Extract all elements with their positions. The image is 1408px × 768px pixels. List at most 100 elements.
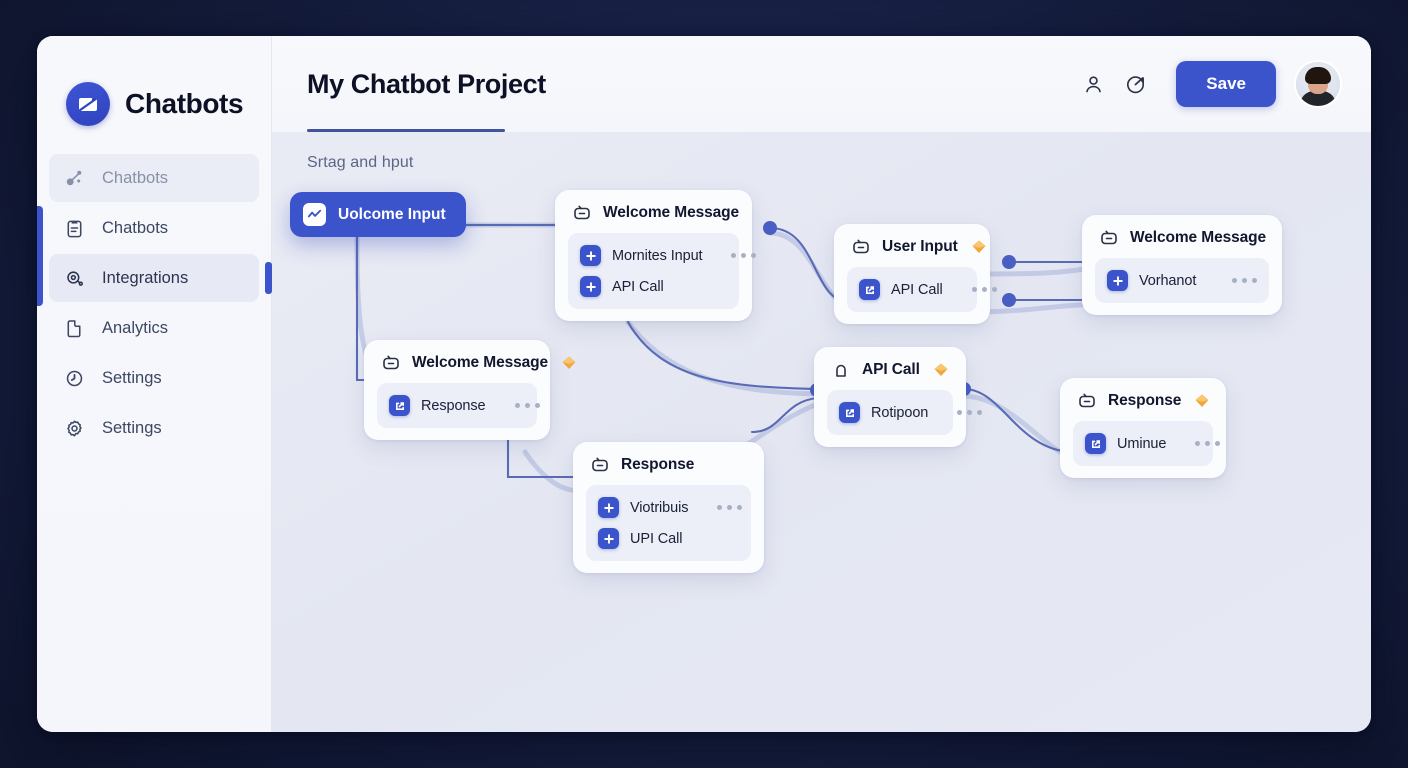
row-more-icon[interactable] [1214,278,1257,283]
node-row-label: API Call [891,281,943,298]
node-response-bottom[interactable]: Response Viotribuis UPI Call [573,442,764,573]
bot-badge-icon [381,353,401,373]
topbar: My Chatbot Project Save [272,36,1371,132]
node-welcome-message-2[interactable]: Welcome Message Vorhanot [1082,215,1282,315]
node-title: Response [621,456,695,473]
node-api-call[interactable]: API Call Rotipoon [814,347,983,447]
sidebar-item-label: Integrations [102,268,189,287]
orange-diamond-icon [969,237,989,257]
clipboard-icon [63,217,85,239]
gear-icon [63,417,85,439]
row-more-icon[interactable] [1177,441,1221,446]
bot-nodes-icon [63,167,85,189]
avatar[interactable] [1296,62,1340,106]
row-more-icon[interactable] [699,505,743,510]
node-row[interactable]: Mornites Input [577,240,757,271]
node-row-label: Mornites Input [612,247,703,264]
sidebar-nav: Chatbots Chatbots [37,146,272,452]
orange-diamond-icon [559,353,579,373]
node-row[interactable]: Uminue [1082,428,1221,459]
node-row[interactable]: API Call [856,274,997,305]
plus-badge-icon [598,497,619,518]
lock-icon [831,360,851,380]
node-row[interactable]: Viotribuis [595,492,743,523]
plus-badge-icon [598,528,619,549]
sidebar-item-settings-2[interactable]: Settings [49,404,259,452]
node-start-label: Uolcome Input [338,205,446,223]
plus-badge-icon [1107,270,1128,291]
node-title: Welcome Message [412,354,549,371]
node-body: Response [377,383,540,428]
node-header: User Input [847,235,986,257]
node-title: Welcome Message [603,204,740,221]
node-response-right[interactable]: Response Uminue [1060,378,1226,478]
node-body: Mornites Input API Call [568,233,757,309]
sidebar-item-label: Analytics [102,318,169,337]
node-row[interactable]: Rotipoon [836,397,983,428]
node-row[interactable]: UPI Call [595,523,742,554]
wave-chart-icon [303,203,326,226]
link-badge-icon [859,279,880,300]
sidebar-item-label: Chatbots [102,218,169,237]
node-row-label: Rotipoon [871,404,929,421]
bot-badge-icon [590,455,610,475]
sidebar-accent-bar [37,206,43,306]
report-icon [63,317,85,339]
bot-badge-icon [851,237,871,257]
flow-canvas[interactable]: Srtag and hput [272,132,1371,732]
sidebar-item-integrations[interactable]: Integrations [49,254,272,302]
main-area: My Chatbot Project Save [272,36,1371,732]
node-title: Welcome Message [1130,229,1267,246]
row-more-icon[interactable] [497,403,540,408]
plus-badge-icon [580,245,601,266]
node-header: API Call [827,358,953,380]
sidebar-item-chatbots-2[interactable]: Chatbots [49,204,259,252]
node-row[interactable]: Vorhanot [1104,265,1260,296]
bot-badge-icon [1077,391,1097,411]
plug-loop-icon [63,267,85,289]
node-body: Viotribuis UPI Call [586,485,751,561]
node-row-label: Vorhanot [1139,272,1197,289]
sidebar-item-label: Settings [102,368,162,387]
node-header: Welcome Message [568,201,739,223]
sidebar-item-label: Settings [102,418,162,437]
node-welcome-message-1[interactable]: Welcome Message Mornites Input [555,190,757,321]
bot-badge-icon [1099,228,1119,248]
node-body: Uminue [1073,421,1221,466]
page-title: My Chatbot Project [307,68,546,99]
user-icon[interactable] [1076,67,1110,101]
node-row[interactable]: API Call [577,271,730,302]
link-badge-icon [839,402,860,423]
node-header: Response [1073,389,1213,411]
node-start[interactable]: Uolcome Input [290,192,466,237]
brand[interactable]: Chatbots [37,36,271,146]
sidebar-item-label: Chatbots [102,168,169,187]
clock-icon [63,367,85,389]
node-body: API Call [847,267,997,312]
row-more-icon[interactable] [954,287,997,292]
active-indicator-bar [265,262,272,294]
row-more-icon[interactable] [939,410,983,415]
plus-badge-icon [580,276,601,297]
row-more-icon[interactable] [713,253,757,258]
sidebar: Chatbots Chatbots [37,36,272,732]
node-header: Welcome Message [377,351,576,373]
node-user-input[interactable]: User Input API Call [834,224,997,324]
bot-badge-icon [572,203,592,223]
brand-title: Chatbots [125,88,244,119]
save-button[interactable]: Save [1176,61,1276,107]
node-row[interactable]: Response [386,390,540,421]
node-row-label: API Call [612,278,664,295]
target-refresh-icon[interactable] [1118,67,1152,101]
node-title: User Input [882,238,958,255]
node-welcome-message-3[interactable]: Welcome Message Response [364,340,576,440]
sidebar-item-chatbots-1[interactable]: Chatbots [49,154,259,202]
sidebar-item-settings-1[interactable]: Settings [49,354,259,402]
canvas-hint: Srtag and hput [307,154,414,171]
node-row-label: Response [421,397,486,414]
sidebar-item-analytics[interactable]: Analytics [49,304,259,352]
node-header: Response [586,453,751,475]
orange-diamond-icon [931,360,951,380]
node-row-label: Viotribuis [630,499,689,516]
node-body: Vorhanot [1095,258,1269,303]
